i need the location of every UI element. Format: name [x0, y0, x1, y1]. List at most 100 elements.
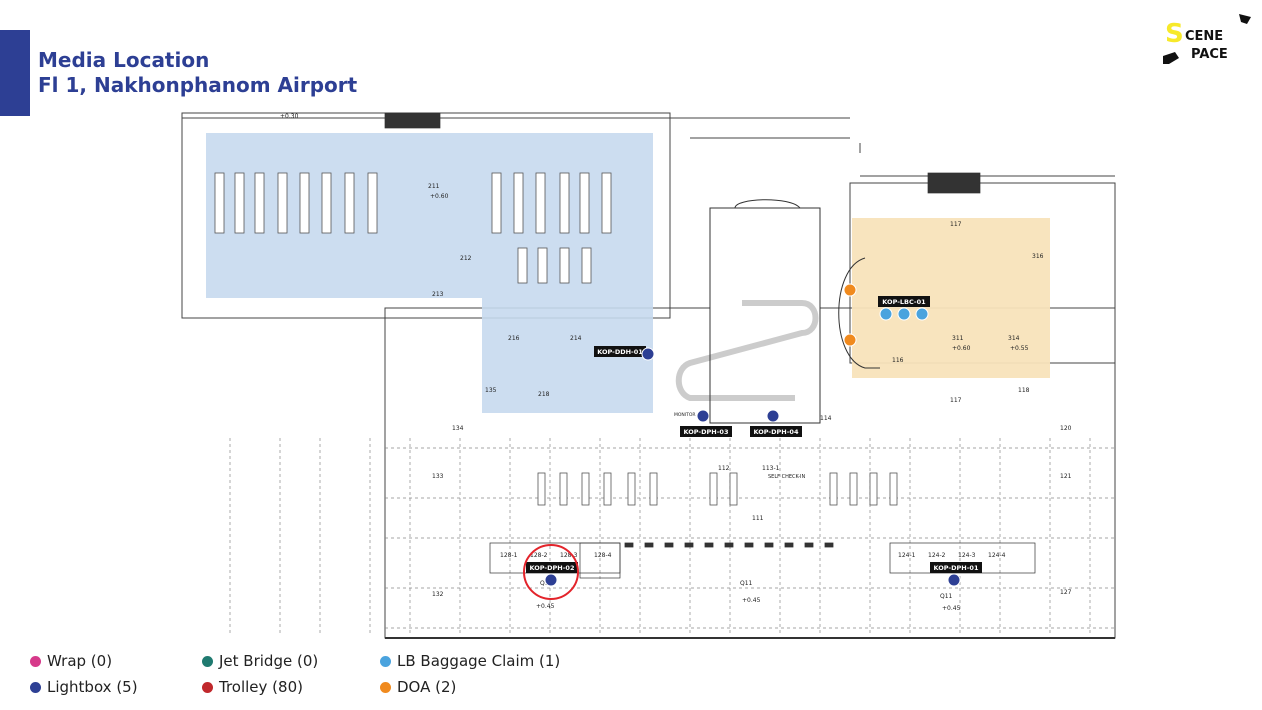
room-label-128-3: 128-3: [560, 552, 578, 559]
legend-label: Lightbox (5): [47, 678, 138, 696]
room-label-127: 127: [1060, 589, 1072, 596]
logo-s: S: [1165, 19, 1184, 49]
marker-kop-ddh-01[interactable]: KOP-DDH-01: [594, 346, 655, 361]
room-label-118: 118: [1018, 387, 1030, 394]
doa-icon: [380, 681, 391, 693]
room-label-213: 213: [432, 291, 444, 298]
legend-label: Trolley (80): [219, 678, 303, 696]
wrap-icon: [30, 655, 41, 667]
legend-item: Trolley (80): [202, 678, 303, 696]
marker-tag: [526, 562, 578, 573]
elevation-label-east: +0.45: [942, 605, 961, 612]
room-label-216: 216: [508, 335, 520, 342]
title-line-2: Fl 1, Nakhonphanom Airport: [38, 73, 358, 97]
baggage-claim-dot: [897, 307, 911, 321]
marker-label: KOP-LBC-01: [882, 298, 926, 306]
trolley-icon: [202, 681, 213, 693]
baggage-claim-icon: [380, 655, 391, 667]
room-label-117b: 117: [950, 397, 962, 404]
room-label-124-2: 124-2: [928, 552, 946, 559]
lightbox-dot: [766, 409, 780, 423]
lightbox-dot: [544, 573, 558, 587]
marker-kop-dph-01[interactable]: KOP-DPH-01: [930, 562, 982, 587]
monitor-label: MONITOR: [674, 412, 696, 418]
jet-bridge-icon: [202, 655, 213, 667]
logo-bottom: PACE: [1191, 47, 1228, 62]
room-label-112: 112: [718, 465, 730, 472]
marker-tag: [750, 426, 802, 437]
room-label-q11-east: Q11: [940, 593, 953, 600]
elevation-label-211: +0.60: [430, 193, 449, 200]
marker-tag: [594, 346, 646, 357]
room-label-218: 218: [538, 391, 550, 398]
lightbox-dot: [696, 409, 710, 423]
page-title: Media Location Fl 1, Nakhonphanom Airpor…: [38, 48, 357, 98]
legend-label: LB Baggage Claim (1): [397, 652, 561, 670]
marker-kop-lbc-01[interactable]: KOP-LBC-01: [878, 296, 930, 321]
highlight-circle: [523, 544, 579, 600]
baggage-conveyor: [675, 300, 819, 401]
room-label-124-1: 124-1: [898, 552, 916, 559]
marker-label: KOP-DPH-04: [754, 428, 799, 436]
legend-label: Wrap (0): [47, 652, 113, 670]
marker-tag: [878, 296, 930, 307]
legend-item: Wrap (0): [30, 652, 112, 670]
room-label-117: 117: [950, 221, 962, 228]
room-label-134: 134: [452, 425, 464, 432]
room-label-135: 135: [485, 387, 497, 394]
room-label-214: 214: [570, 335, 582, 342]
logo-top: CENE: [1185, 29, 1223, 44]
elevation-label-top: +0.30: [280, 113, 299, 120]
marker-label: KOP-DPH-01: [934, 564, 979, 572]
legend-item: DOA (2): [380, 678, 456, 696]
baggage-area: [709, 207, 821, 424]
lightbox-icon: [30, 681, 41, 693]
logo-splash: [1239, 14, 1251, 24]
floor-plan: 211 212 213 216 214 218 411 117 316 311 …: [181, 112, 1116, 639]
hand-icon: [1163, 52, 1179, 64]
room-label-132: 132: [432, 591, 444, 598]
accent-bar: [0, 30, 30, 116]
room-label-311: 311: [952, 335, 964, 342]
legend-item: Jet Bridge (0): [202, 652, 318, 670]
title-line-1: Media Location: [38, 48, 210, 72]
marker-tag: [680, 426, 732, 437]
room-label-121: 121: [1060, 473, 1072, 480]
doa-dot[interactable]: [843, 283, 857, 297]
elevation-label-311: +0.60: [952, 345, 971, 352]
legend-label: Jet Bridge (0): [219, 652, 319, 670]
room-label-212: 212: [460, 255, 472, 262]
legend-label: DOA (2): [397, 678, 457, 696]
room-label-116: 116: [892, 357, 904, 364]
room-label-114: 114: [820, 415, 832, 422]
room-label-128-2: 128-2: [530, 552, 548, 559]
scene-space-logo: S CENE PACE: [1163, 14, 1251, 64]
marker-label: KOP-DDH-01: [597, 348, 643, 356]
room-label-111: 111: [752, 515, 764, 522]
room-label-120: 120: [1060, 425, 1072, 432]
room-label-113: 113-1: [762, 465, 780, 472]
baggage-carousel-outline: [838, 257, 880, 369]
legend-item: LB Baggage Claim (1): [380, 652, 560, 670]
lightbox-dot: [947, 573, 961, 587]
marker-kop-dph-02[interactable]: KOP-DPH-02: [523, 544, 579, 600]
room-label-q11-center: Q11: [740, 580, 753, 587]
doa-dot[interactable]: [843, 333, 857, 347]
room-label-124-4: 124-4: [988, 552, 1006, 559]
lightbox-dot: [641, 347, 655, 361]
marker-tag: [930, 562, 982, 573]
room-label-316: 316: [1032, 253, 1044, 260]
elevation-label-314: +0.55: [1010, 345, 1029, 352]
elevation-label-west: +0.45: [536, 603, 555, 610]
marker-kop-dph-04[interactable]: KOP-DPH-04: [750, 409, 802, 437]
marker-label: KOP-DPH-03: [684, 428, 729, 436]
marker-kop-dph-03[interactable]: KOP-DPH-03: [680, 409, 732, 437]
baggage-claim-dot: [915, 307, 929, 321]
elevation-label-center: +0.45: [742, 597, 761, 604]
room-label-128-4: 128-4: [594, 552, 612, 559]
baggage-claim-dot: [879, 307, 893, 321]
room-label-211: 211: [428, 183, 440, 190]
room-label-133: 133: [432, 473, 444, 480]
room-label-124-3: 124-3: [958, 552, 976, 559]
